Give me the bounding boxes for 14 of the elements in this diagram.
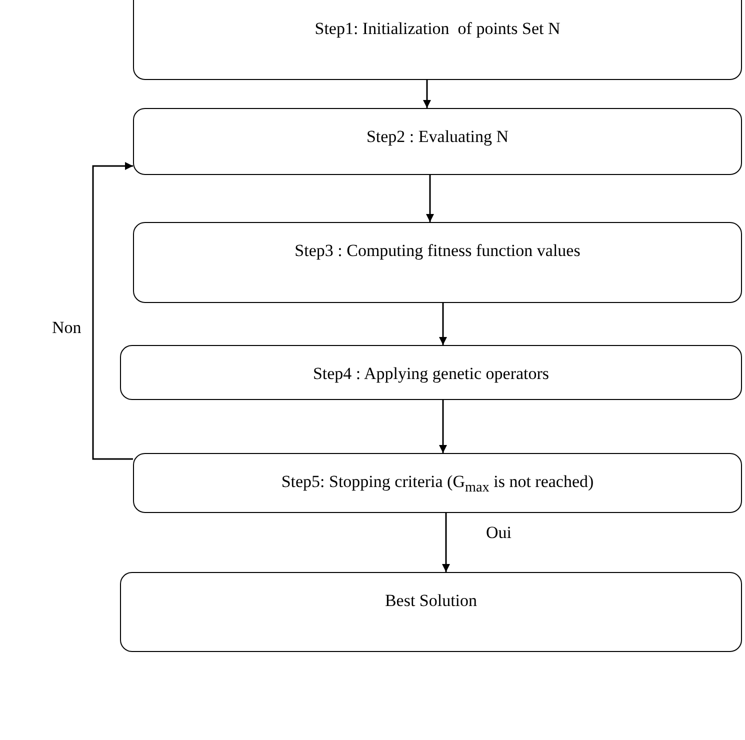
step-text: Step3 : Computing fitness function values [294,241,580,262]
step-text: Step1: Initialization of points Set N [314,19,560,40]
step-text: Step5: Stopping criteria (G$_{max}$ is not reached) [281,472,594,498]
process-box [133,453,742,513]
process-box [133,0,742,80]
step-text: Best Solution [384,591,478,612]
process-box [133,108,742,175]
edge-label: Non [52,318,82,338]
process-box [133,222,742,303]
edge-label: Oui [486,523,512,543]
process-box [120,345,742,400]
step-text: Step2 : Evaluating N [366,127,509,148]
process-box [120,572,742,652]
step-text: Step4 : Applying genetic operators [312,364,550,385]
